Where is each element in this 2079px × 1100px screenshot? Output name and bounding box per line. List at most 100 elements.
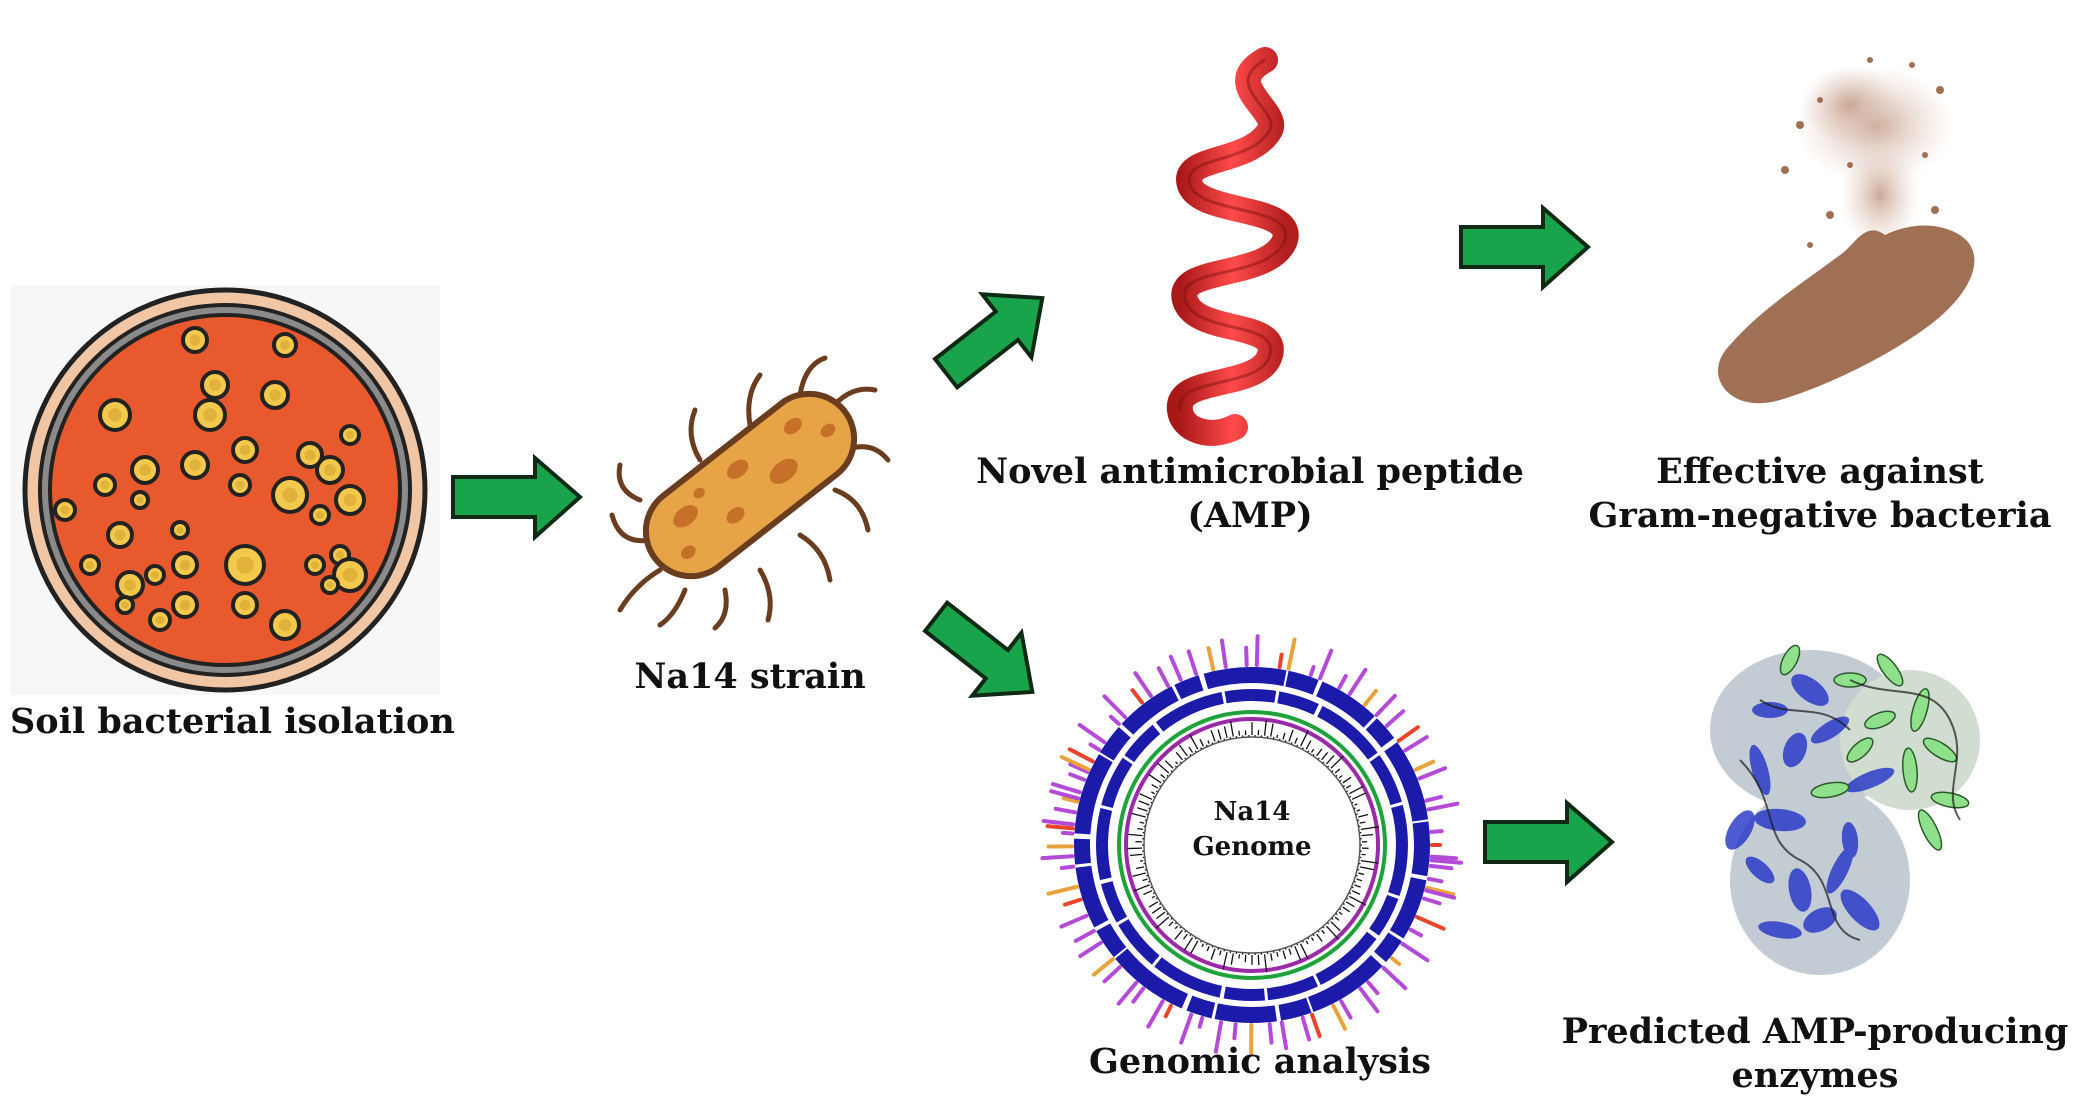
gc-content-mark xyxy=(1361,833,1374,837)
colony-center xyxy=(108,408,122,422)
genome-feature xyxy=(1421,896,1442,906)
helix-green xyxy=(1930,791,1970,809)
helix-green xyxy=(1846,737,1874,763)
genome-feature xyxy=(1408,927,1424,938)
genome-feature xyxy=(1337,674,1348,690)
colony-center xyxy=(269,389,281,401)
genome-feature xyxy=(1078,940,1103,959)
peptide-helix-icon xyxy=(1167,47,1299,446)
helix-green xyxy=(1876,653,1904,687)
colony-center xyxy=(189,459,201,471)
colony-center xyxy=(239,599,251,611)
gc-content-mark xyxy=(1325,925,1340,940)
protein-structure-icon xyxy=(1710,644,1980,975)
genome-feature xyxy=(1077,722,1107,745)
gc-content-mark xyxy=(1138,800,1150,806)
genome-feature xyxy=(1403,735,1429,753)
gc-content-mark xyxy=(1359,821,1366,824)
colony-center xyxy=(280,340,290,350)
gc-content-mark xyxy=(1160,774,1166,779)
predicted-label-line1: Predicted AMP-producing xyxy=(1561,1011,2069,1052)
helix-blue xyxy=(1725,810,1755,850)
genome-feature xyxy=(1046,884,1079,896)
helix-blue xyxy=(1788,868,1812,912)
colony-center xyxy=(189,334,201,346)
gc-content-mark xyxy=(1288,948,1292,955)
genome-feature xyxy=(1308,665,1316,677)
colony-center xyxy=(136,496,144,504)
genome-feature xyxy=(1108,714,1121,726)
genome-feature xyxy=(1059,913,1089,929)
amp-label: Novel antimicrobial peptide (AMP) xyxy=(930,450,1570,538)
gc-content-mark xyxy=(1282,732,1286,740)
genome-feature xyxy=(1413,759,1436,772)
gc-content-mark xyxy=(1210,729,1216,742)
genome-feature xyxy=(1053,806,1077,815)
genome-feature xyxy=(1286,637,1297,671)
helix-blue xyxy=(1749,744,1771,796)
genome-feature xyxy=(1091,957,1115,977)
colony-center xyxy=(124,579,136,591)
gc-content-mark xyxy=(1174,925,1179,930)
arrow-up-right xyxy=(932,291,1045,391)
genome-feature xyxy=(1168,654,1183,682)
gc-content-mark xyxy=(1223,726,1228,739)
gc-content-mark xyxy=(1330,755,1344,769)
genome-feature xyxy=(1062,897,1083,907)
gc-content-mark xyxy=(1345,784,1352,789)
gc-content-mark xyxy=(1356,878,1363,882)
gc-content-mark xyxy=(1175,761,1179,765)
helix-blue xyxy=(1782,732,1808,768)
genome-feature xyxy=(1146,999,1165,1029)
colony-center xyxy=(85,560,95,570)
genome-feature xyxy=(1429,854,1458,861)
genome-feature xyxy=(1049,789,1081,801)
helix-blue xyxy=(1758,921,1802,939)
gc-content-mark xyxy=(1342,906,1351,913)
gc-content-mark xyxy=(1257,954,1260,966)
gc-content-mark xyxy=(1294,737,1298,744)
gc-content-mark xyxy=(1230,953,1234,965)
arrow-down-right xyxy=(922,599,1035,699)
genome-feature xyxy=(1156,666,1171,688)
helix-green xyxy=(1810,781,1850,799)
gc-content-mark xyxy=(1310,937,1315,942)
gc-content-mark xyxy=(1345,901,1355,908)
genome-feature xyxy=(1362,688,1378,707)
genome-feature xyxy=(1061,830,1075,836)
colony-center xyxy=(335,550,345,560)
gc-content-mark xyxy=(1351,890,1361,895)
gc-content-mark xyxy=(1238,730,1241,736)
genome-map-icon: Na14 Genome xyxy=(1040,634,1464,1056)
colony-center xyxy=(310,560,320,570)
helix-blue xyxy=(1826,846,1854,894)
genome-feature xyxy=(1429,858,1464,865)
gc-content-mark xyxy=(1142,878,1148,882)
genome-feature xyxy=(1426,801,1460,812)
gc-content-mark xyxy=(1206,946,1210,952)
genome-feature xyxy=(1130,688,1145,705)
gc-content-mark xyxy=(1182,933,1188,940)
gc-content-mark xyxy=(1342,776,1352,784)
gc-content-mark xyxy=(1139,793,1153,800)
genome-feature xyxy=(1213,1020,1223,1054)
genome-feature xyxy=(1068,762,1090,774)
gc-content-mark xyxy=(1360,826,1380,830)
amp-label-line1: Novel antimicrobial peptide xyxy=(976,451,1524,492)
gc-content-mark xyxy=(1334,916,1340,921)
gc-content-mark xyxy=(1178,744,1188,757)
genome-feature xyxy=(1424,885,1456,897)
gc-content-mark xyxy=(1270,723,1274,737)
gc-content-mark xyxy=(1174,929,1183,940)
genome-feature xyxy=(1068,772,1087,782)
colony-center xyxy=(326,581,334,589)
gc-content-mark xyxy=(1299,943,1309,959)
gc-content-mark xyxy=(1201,943,1205,948)
gc-content-mark xyxy=(1305,940,1309,945)
genome-feature xyxy=(1374,693,1397,718)
genome-center-line2: Genome xyxy=(1192,832,1311,862)
gc-content-mark xyxy=(1150,791,1156,795)
genomic-analysis-label: Genomic analysis xyxy=(1089,1041,1431,1082)
gc-content-mark xyxy=(1143,890,1153,896)
gc-content-mark xyxy=(1359,866,1374,871)
